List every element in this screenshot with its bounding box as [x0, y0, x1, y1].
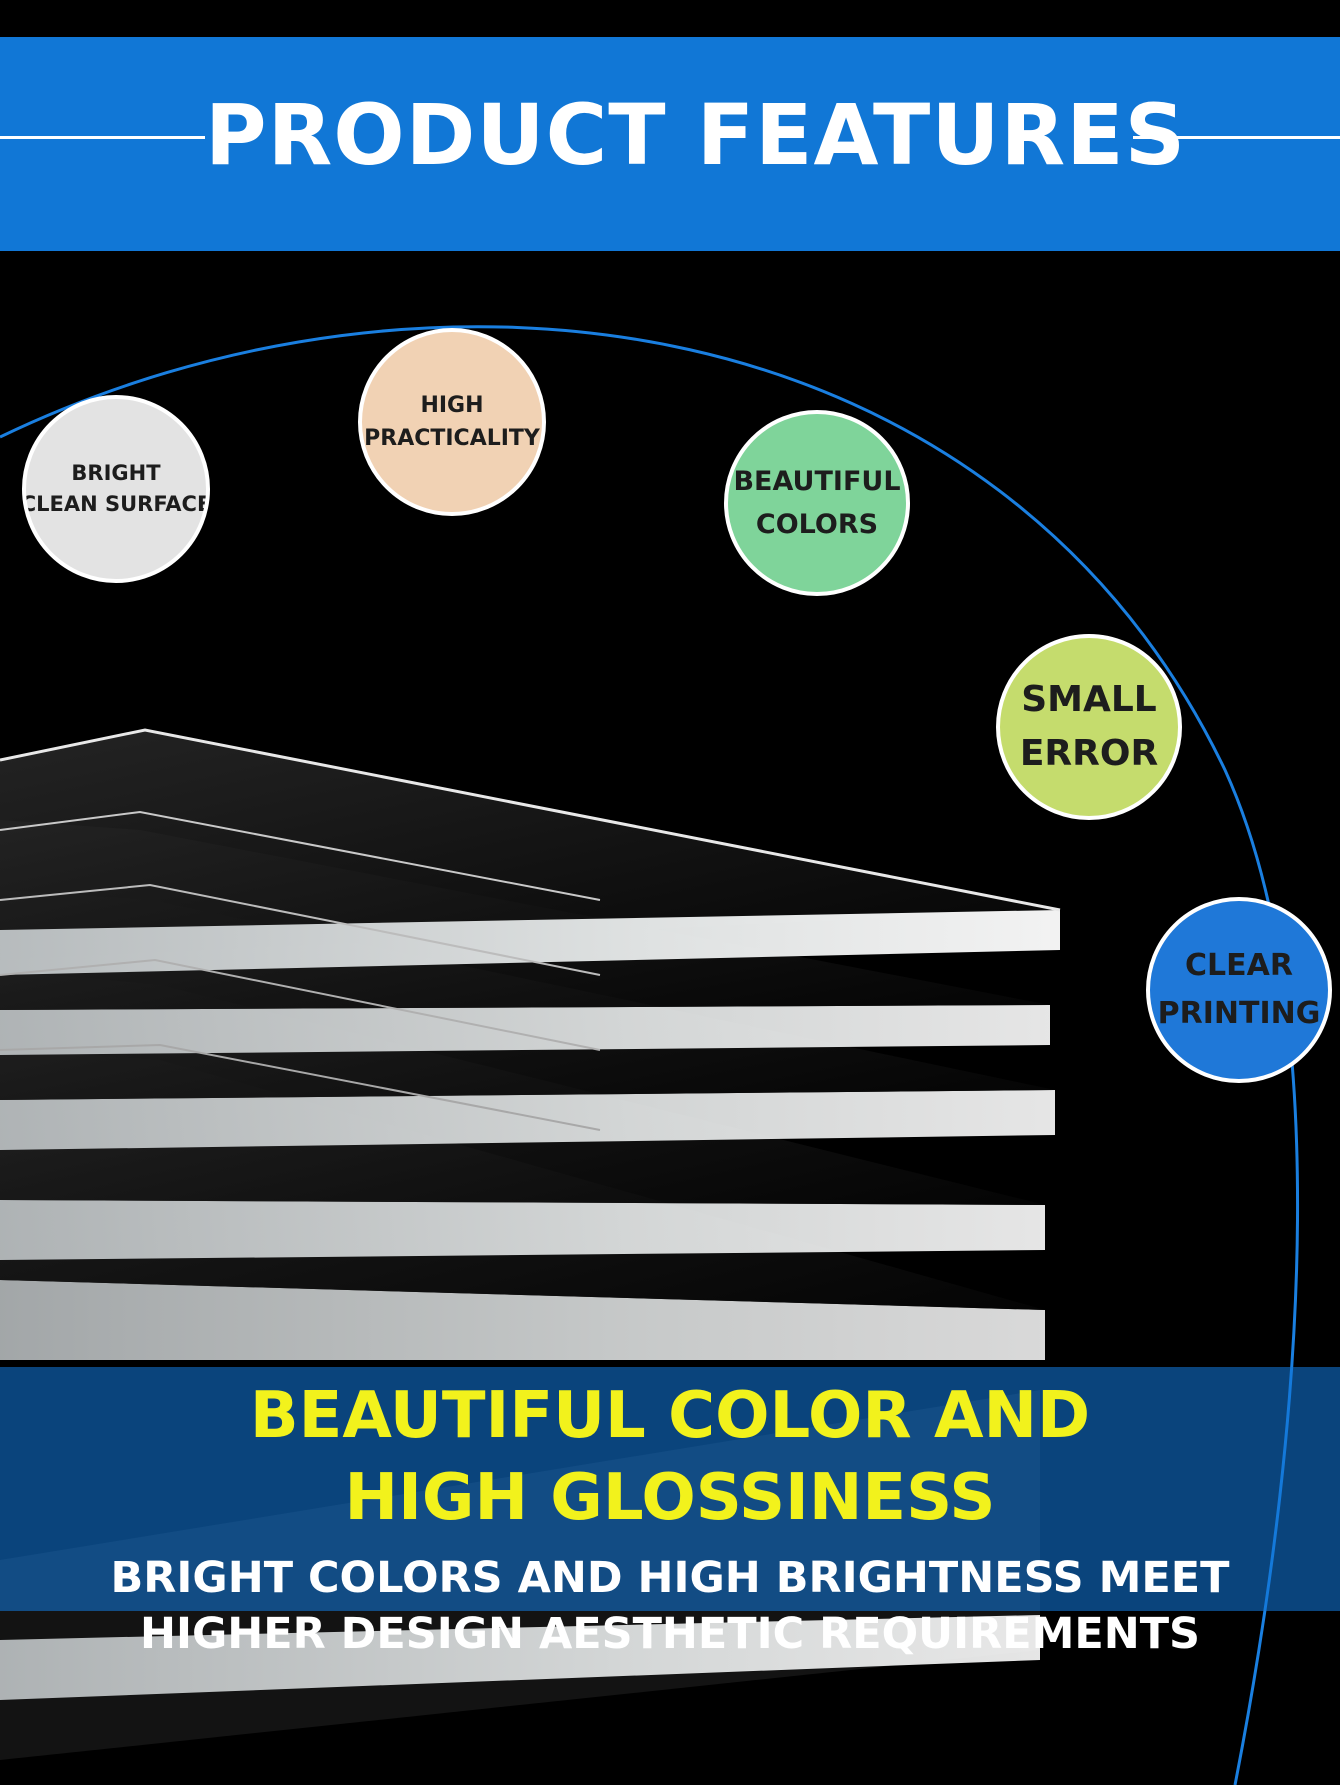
feature-bubble-beautiful-colors: BEAUTIFUL COLORS	[724, 410, 910, 596]
headline-line-2: HIGH GLOSSINESS	[344, 1461, 996, 1535]
feature-label-line: PRACTICALITY	[364, 426, 540, 451]
feature-bubble-clear-printing: CLEAR PRINTING	[1146, 897, 1332, 1083]
bottom-banner	[0, 1367, 1340, 1611]
feature-bubble-bright-clean-surface: BRIGHT CLEAN SURFACE	[22, 395, 210, 583]
feature-label-line: ERROR	[1019, 733, 1159, 774]
subline-line-2: HIGHER DESIGN AESTHETIC REQUIREMENTS	[139, 1609, 1201, 1659]
sheet-stack	[0, 728, 1061, 1760]
feature-label-line: CLEAR	[1185, 948, 1293, 983]
feature-label-line: BRIGHT	[71, 460, 161, 485]
feature-label-line: SMALL	[1021, 679, 1157, 720]
feature-label-line: PRINTING	[1157, 996, 1321, 1031]
feature-label-line: HIGH	[420, 393, 484, 418]
feature-bubble-high-practicality: HIGH PRACTICALITY	[358, 328, 546, 516]
feature-label-line: COLORS	[755, 509, 879, 540]
header-banner	[0, 37, 1340, 251]
subline-line-1: BRIGHT COLORS AND HIGH BRIGHTNESS MEET	[110, 1553, 1230, 1603]
header-divider-right	[1133, 136, 1340, 139]
feature-label-line: CLEAN SURFACE	[22, 492, 210, 516]
page-title: PRODUCT FEATURES	[205, 86, 1187, 184]
feature-label-line: BEAUTIFUL	[733, 465, 901, 497]
header-divider-left	[0, 136, 205, 139]
feature-bubble-small-error: SMALL ERROR	[996, 634, 1182, 820]
headline-line-1: BEAUTIFUL COLOR AND	[249, 1379, 1091, 1453]
